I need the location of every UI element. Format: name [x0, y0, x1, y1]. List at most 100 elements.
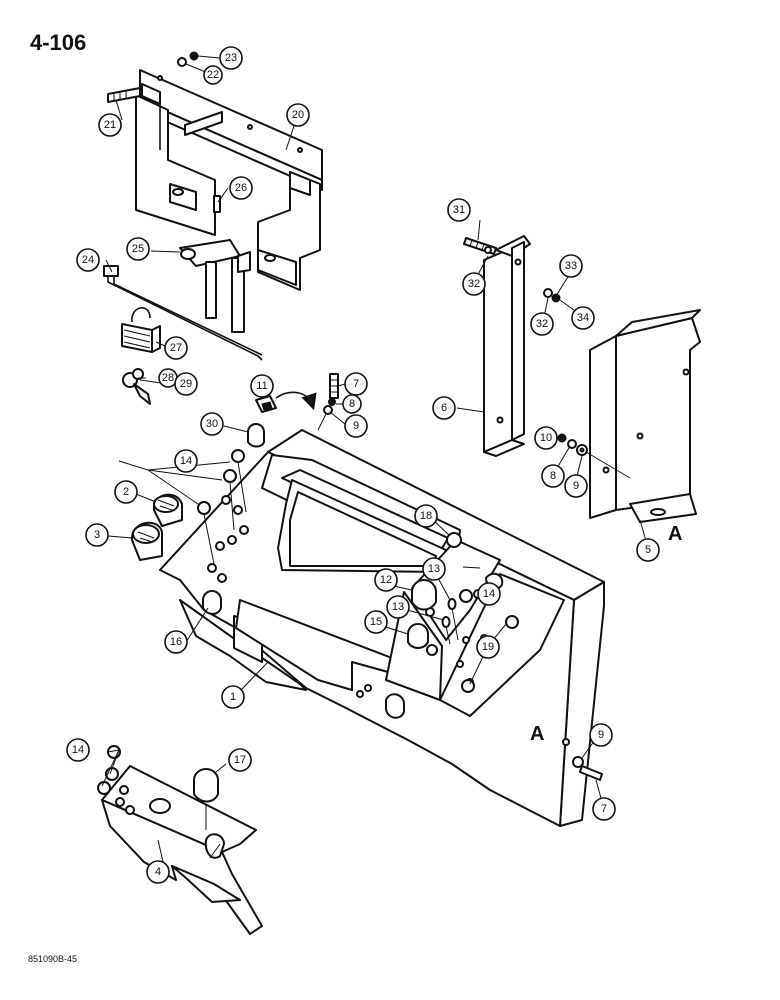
callout-6: 6: [432, 396, 456, 420]
callout-1: 1: [221, 685, 245, 709]
callout-33: 33: [559, 254, 583, 278]
callout-28: 28: [158, 368, 178, 388]
svg-text:22: 22: [207, 69, 219, 81]
hasp-bracket-25: [179, 239, 251, 333]
figure-code: 851090B-45: [28, 954, 78, 964]
bracket-5: [557, 309, 701, 523]
svg-text:34: 34: [577, 312, 589, 324]
callout-17: 17: [228, 748, 252, 772]
callout-32-upper: 32: [462, 272, 486, 296]
callout-7-top: 7: [344, 372, 368, 396]
svg-text:14: 14: [180, 455, 192, 467]
padlock-27: [121, 307, 161, 353]
reference-a-upper: A: [668, 523, 682, 545]
reference-a-lower: A: [530, 723, 544, 745]
svg-text:12: 12: [380, 574, 392, 586]
callout-24: 24: [76, 248, 100, 272]
callouts: 1 2 3 4 5 6 7 8 9 10 8 9 11 12 13 13 14 …: [66, 46, 660, 884]
callout-9-top: 9: [344, 414, 368, 438]
callout-14-bottom: 14: [66, 738, 90, 762]
callout-5: 5: [636, 538, 660, 562]
callout-11: 11: [250, 374, 274, 398]
svg-text:4: 4: [155, 866, 161, 878]
callout-10: 10: [534, 426, 558, 450]
callout-26: 26: [229, 176, 253, 200]
lock-rod-24: [103, 265, 263, 361]
callout-34: 34: [571, 306, 595, 330]
svg-text:31: 31: [453, 204, 465, 216]
callout-3: 3: [85, 523, 109, 547]
install-arrow: [275, 391, 317, 411]
callout-8-right: 8: [541, 464, 565, 488]
callout-15: 15: [364, 610, 388, 634]
callout-13-upper: 13: [422, 557, 446, 581]
svg-text:32: 32: [468, 278, 480, 290]
svg-text:1: 1: [230, 691, 236, 703]
lock-plate-assembly: [107, 51, 323, 291]
callout-21: 21: [98, 113, 122, 137]
callout-4: 4: [146, 860, 170, 884]
svg-text:30: 30: [206, 418, 218, 430]
svg-text:24: 24: [82, 254, 94, 266]
callout-9-bottom: 9: [589, 723, 613, 747]
callout-14-left: 14: [174, 449, 198, 473]
svg-text:3: 3: [94, 529, 100, 541]
callout-27: 27: [164, 336, 188, 360]
callout-2: 2: [114, 480, 138, 504]
svg-text:8: 8: [349, 398, 355, 410]
callout-12: 12: [374, 568, 398, 592]
svg-text:29: 29: [180, 378, 192, 390]
callout-14-right: 14: [477, 582, 501, 606]
svg-text:10: 10: [540, 432, 552, 444]
callout-30: 30: [200, 412, 224, 436]
svg-text:14: 14: [483, 588, 495, 600]
svg-text:7: 7: [353, 378, 359, 390]
callout-7-bottom: 7: [592, 797, 616, 821]
svg-text:28: 28: [162, 372, 174, 384]
callout-20: 20: [286, 103, 310, 127]
svg-text:26: 26: [235, 182, 247, 194]
callout-25: 25: [126, 237, 150, 261]
sub-panel-4: [97, 745, 263, 935]
bolt-21: [107, 87, 141, 103]
svg-text:13: 13: [392, 601, 404, 613]
svg-text:6: 6: [441, 402, 447, 414]
svg-text:23: 23: [225, 52, 237, 64]
svg-text:33: 33: [565, 260, 577, 272]
callout-16: 16: [164, 630, 188, 654]
svg-text:13: 13: [428, 563, 440, 575]
panel-switches: [130, 373, 519, 693]
callout-23: 23: [219, 46, 243, 70]
svg-text:8: 8: [550, 470, 556, 482]
callout-19: 19: [476, 635, 500, 659]
callout-18: 18: [414, 504, 438, 528]
svg-text:16: 16: [170, 636, 182, 648]
svg-text:7: 7: [601, 803, 607, 815]
page-number: 4-106: [30, 30, 87, 55]
callout-22: 22: [203, 65, 223, 85]
svg-text:21: 21: [104, 119, 116, 131]
svg-text:32: 32: [536, 318, 548, 330]
svg-text:15: 15: [370, 616, 382, 628]
svg-text:27: 27: [170, 342, 182, 354]
svg-text:11: 11: [256, 380, 267, 392]
mount-hardware-a: [562, 738, 603, 781]
callout-8-top: 8: [342, 394, 362, 414]
svg-text:14: 14: [72, 744, 84, 756]
svg-text:20: 20: [292, 109, 304, 121]
callout-13-lower: 13: [386, 595, 410, 619]
bracket-6: [463, 235, 561, 457]
svg-text:17: 17: [234, 754, 246, 766]
svg-text:9: 9: [573, 480, 579, 492]
nut-23: [189, 51, 199, 61]
callout-29: 29: [174, 372, 198, 396]
keys-28-29: [122, 368, 151, 405]
svg-text:2: 2: [123, 486, 129, 498]
svg-text:25: 25: [132, 243, 144, 255]
callout-9-right: 9: [564, 474, 588, 498]
svg-text:18: 18: [420, 510, 432, 522]
callout-32-lower: 32: [530, 312, 554, 336]
svg-text:9: 9: [353, 420, 359, 432]
